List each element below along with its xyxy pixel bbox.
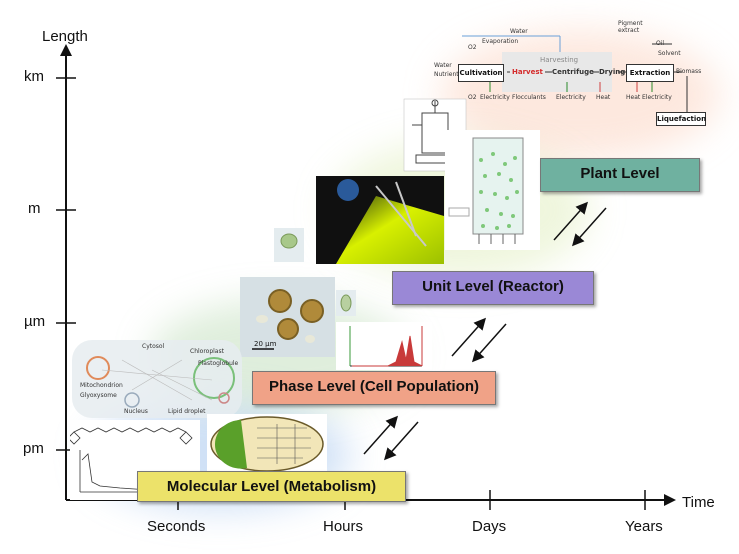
arrow-up-unit-plant — [553, 201, 588, 241]
molecular-level-box: Molecular Level (Metabolism) — [137, 471, 406, 502]
flow-harvesting-label: Harvesting — [540, 56, 579, 64]
flow-extraction-box: Extraction — [626, 64, 674, 82]
y-axis-title: Length — [42, 28, 88, 45]
x-axis-title: Time — [682, 494, 715, 511]
single-cell-micrograph — [274, 228, 304, 262]
arrow-down-unit-plant — [572, 207, 607, 247]
y-axis-arrow — [60, 44, 72, 56]
flow-o2-in: O2 — [468, 44, 477, 51]
flow-flocculants: Flocculants — [512, 94, 546, 101]
flow-liquefaction-box: Liquefaction — [656, 112, 706, 126]
micrograph-scale-label: 20 µm — [254, 340, 277, 348]
cell-nucleus-label: Nucleus — [124, 408, 148, 415]
x-tick-label-years: Years — [625, 518, 663, 535]
arrow-up-molecular-phase — [363, 415, 398, 455]
x-tick-label-hours: Hours — [323, 518, 364, 535]
arrow-up-phase-unit — [451, 317, 486, 357]
cell-lipid-droplet-label: Lipid droplet — [168, 408, 206, 415]
small-cell-micrograph — [336, 290, 356, 316]
flow-electricity-1: Electricity — [480, 94, 510, 101]
flow-evaporation: Evaporation — [482, 38, 519, 45]
flow-biomass: Biomass — [676, 68, 702, 75]
cell-glyoxysome-label: Glyoxysome — [80, 392, 117, 399]
plant-level-box: Plant Level — [540, 158, 700, 192]
process-flow-lines — [462, 35, 688, 112]
y-tick-label-pm: pm — [23, 440, 44, 457]
y-tick-label-um: µm — [24, 313, 46, 330]
bubble-column-reactor-image — [445, 130, 540, 250]
cell-chloroplast-label: Chloroplast — [190, 348, 224, 355]
phase-level-box: Phase Level (Cell Population) — [252, 371, 496, 405]
flow-water-top: Water — [510, 28, 528, 35]
arrow-down-molecular-phase — [384, 421, 419, 461]
metabolic-pathway-image — [207, 414, 327, 474]
flow-centrifuge: Centrifuge — [552, 68, 594, 76]
x-tick-label-seconds: Seconds — [147, 518, 206, 535]
flow-pigment-extract: Pigment extract — [618, 20, 643, 34]
population-histogram-image — [336, 322, 432, 370]
flow-electricity-3: Electricity — [642, 94, 672, 101]
flow-heat-1: Heat — [596, 94, 611, 101]
x-tick-label-days: Days — [472, 518, 507, 535]
flow-cultivation-box: Cultivation — [458, 64, 504, 82]
process-flow-diagram: Water Evaporation O2 Water Nutrients Cul… — [432, 20, 707, 128]
flow-harvest: Harvest — [512, 68, 543, 76]
flow-nutrients: Nutrients — [434, 71, 462, 78]
flow-drying: Drying — [599, 68, 626, 76]
cell-cytosol-label: Cytosol — [142, 343, 165, 350]
cell-mitochondrion-label: Mitochondrion — [80, 382, 123, 389]
x-axis-arrow — [664, 494, 676, 506]
cells-micrograph — [240, 277, 335, 357]
flow-water-in: Water — [434, 62, 452, 69]
flow-heat-2: Heat — [626, 94, 641, 101]
y-tick-label-m: m — [28, 200, 41, 217]
flow-oil: Oil — [656, 40, 665, 47]
flow-electricity-2: Electricity — [556, 94, 586, 101]
unit-level-box: Unit Level (Reactor) — [392, 271, 594, 305]
cell-plastoglobule-label: Plastoglobule — [198, 360, 239, 367]
arrow-down-phase-unit — [472, 323, 507, 363]
flow-solvent: Solvent — [658, 50, 681, 57]
y-tick-label-km: km — [24, 68, 44, 85]
photobioreactor-photo — [316, 176, 444, 264]
flow-o2-out: O2 — [468, 94, 477, 101]
cell-compartment-diagram: Cytosol Mitochondrion Chloroplast Plasto… — [72, 340, 242, 418]
